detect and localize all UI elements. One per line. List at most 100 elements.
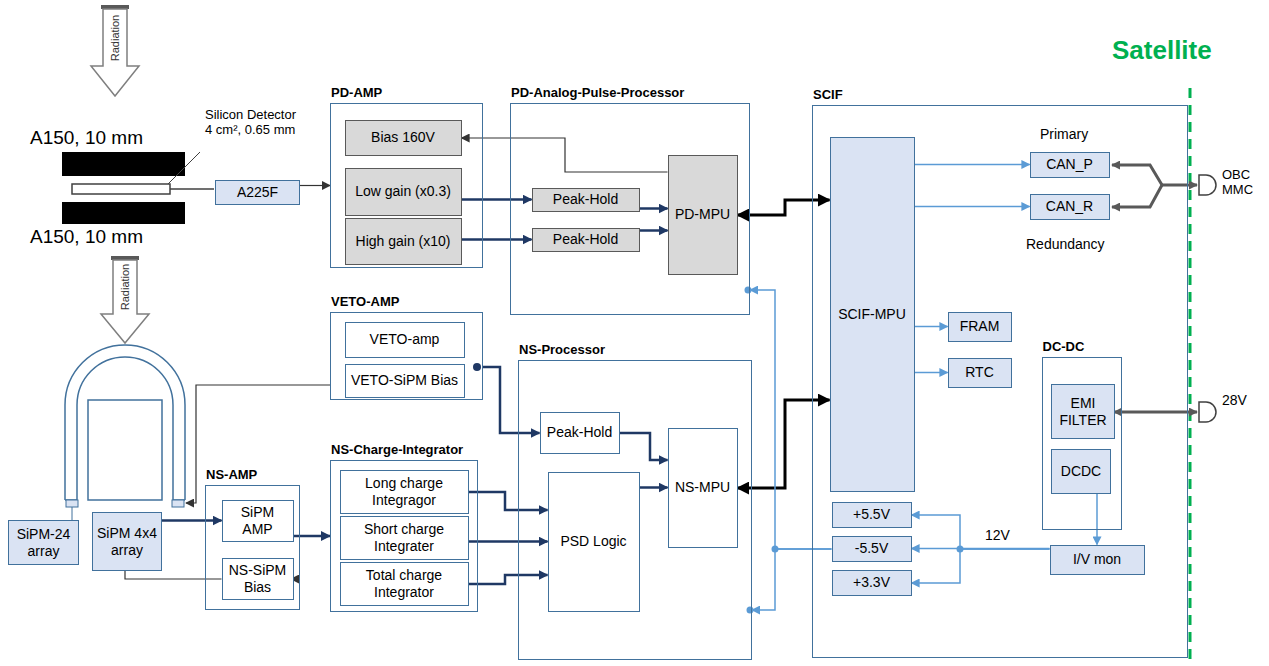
annotation-label: A150, 10 mm bbox=[30, 127, 143, 149]
function-box: Low gain (x0.3) bbox=[345, 168, 462, 216]
annotation-label: Primary bbox=[1040, 126, 1088, 142]
box-label: Low gain (x0.3) bbox=[352, 182, 454, 201]
block-heading: NS-Charge-Integrator bbox=[331, 442, 463, 458]
function-box: Peak-Hold bbox=[532, 228, 640, 252]
block-heading: PD-Analog-Pulse-Processor bbox=[511, 85, 684, 101]
signal-connector bbox=[620, 433, 668, 460]
block-heading: VETO-AMP bbox=[331, 294, 399, 310]
function-box: RTC bbox=[948, 358, 1012, 388]
signal-connector bbox=[640, 486, 668, 489]
signal-connector bbox=[300, 185, 330, 186]
function-box: FRAM bbox=[948, 312, 1012, 342]
function-box: SCIF-MPU bbox=[830, 137, 915, 492]
function-box: DCDC bbox=[1051, 449, 1111, 494]
box-label: PSD Logic bbox=[557, 532, 629, 551]
box-label: CAN_R bbox=[1043, 197, 1096, 216]
signal-connector bbox=[462, 198, 532, 201]
function-box: CAN_R bbox=[1030, 194, 1110, 220]
signal-connector bbox=[462, 138, 668, 172]
module-block: NS-Charge-IntegratorLong charge Integrag… bbox=[330, 460, 478, 612]
signal-connector bbox=[469, 492, 548, 510]
signal-connector bbox=[469, 575, 548, 584]
function-box: CAN_P bbox=[1030, 152, 1110, 178]
function-box: Bias 160V bbox=[345, 120, 462, 156]
block-heading: DC-DC bbox=[1043, 339, 1085, 355]
box-label: +5.5V bbox=[850, 505, 893, 524]
module-block: PD-AMPBias 160VLow gain (x0.3)High gain … bbox=[330, 103, 483, 268]
silicon-detector bbox=[72, 184, 170, 194]
signal-connector bbox=[162, 519, 222, 522]
annotation-label: Satellite bbox=[1112, 36, 1212, 66]
function-box: -5.5V bbox=[832, 536, 912, 562]
signal-connector bbox=[752, 549, 832, 610]
signal-connector bbox=[750, 290, 832, 549]
module-block: VETO-AMPVETO-ampVETO-SiPM Bias bbox=[330, 312, 483, 400]
signal-connector bbox=[915, 206, 1030, 208]
function-box: +5.5V bbox=[832, 502, 912, 528]
box-label: Total charge Integrator bbox=[341, 566, 468, 602]
box-label: SiPM 4x4 array bbox=[93, 524, 161, 560]
module-block: NS-AMPSiPM AMPNS-SiPM Bias bbox=[205, 485, 300, 610]
sipm-sensor bbox=[172, 500, 184, 507]
box-label: A225F bbox=[234, 183, 281, 202]
function-box: SiPM-24 array bbox=[8, 520, 79, 565]
function-box: VETO-amp bbox=[345, 322, 465, 358]
box-label: VETO-amp bbox=[367, 330, 443, 349]
arrow-caption: Radiation bbox=[109, 15, 122, 61]
box-label: EMI FILTER bbox=[1052, 394, 1114, 430]
box-label: Bias 160V bbox=[368, 128, 438, 147]
block-heading: PD-AMP bbox=[331, 85, 382, 101]
module-block: PD-Analog-Pulse-ProcessorPeak-HoldPeak-H… bbox=[510, 103, 750, 315]
function-box: High gain (x10) bbox=[345, 218, 462, 265]
box-label: DCDC bbox=[1058, 462, 1104, 481]
module-block: DC-DCEMI FILTERDCDC bbox=[1042, 357, 1122, 530]
box-label: Peak-Hold bbox=[550, 190, 621, 209]
function-box: NS-SiPM Bias bbox=[222, 558, 294, 600]
function-box: Peak-Hold bbox=[540, 412, 620, 454]
box-label: SiPM-24 array bbox=[9, 525, 78, 561]
function-box: I/V mon bbox=[1050, 545, 1145, 575]
block-heading: NS-AMP bbox=[206, 467, 257, 483]
absorber-slab bbox=[62, 202, 185, 224]
box-label: PD-MPU bbox=[672, 205, 733, 224]
block-heading: NS-Processor bbox=[519, 342, 605, 358]
signal-connector bbox=[462, 238, 532, 241]
signal-connector bbox=[738, 200, 830, 215]
signal-connector bbox=[915, 164, 1030, 166]
signal-connector bbox=[915, 372, 948, 374]
box-label: -5.5V bbox=[852, 539, 891, 558]
function-box: PSD Logic bbox=[548, 472, 640, 612]
module-block: SCIFSCIF-MPUCAN_PCAN_RFRAMRTCDC-DCEMI FI… bbox=[812, 105, 1188, 658]
connector-symbol bbox=[1199, 175, 1216, 195]
signal-connector bbox=[912, 515, 1050, 549]
function-box: Long charge Integragor bbox=[340, 470, 469, 514]
box-label: NS-SiPM Bias bbox=[223, 561, 293, 597]
signal-connector bbox=[915, 326, 948, 328]
function-box: EMI FILTER bbox=[1051, 384, 1115, 439]
box-label: +3.3V bbox=[850, 573, 893, 592]
box-label: I/V mon bbox=[1070, 550, 1124, 569]
sipm-sensor bbox=[66, 500, 78, 507]
function-box: SiPM AMP bbox=[222, 500, 294, 542]
radiation-arrow bbox=[91, 5, 139, 96]
box-label: Short charge Integrater bbox=[341, 520, 468, 556]
signal-connector bbox=[912, 549, 1050, 583]
box-label: CAN_P bbox=[1043, 155, 1096, 174]
box-label: RTC bbox=[962, 363, 997, 382]
veto-dome bbox=[65, 345, 185, 500]
block-heading: SCIF bbox=[813, 87, 843, 103]
function-box: NS-MPU bbox=[668, 428, 738, 548]
boundary-line bbox=[1189, 88, 1192, 666]
junction-dot bbox=[473, 363, 481, 371]
signal-connector bbox=[1096, 494, 1098, 545]
function-box: +3.3V bbox=[832, 570, 912, 596]
function-box: SiPM 4x4 array bbox=[92, 512, 162, 571]
box-label: NS-MPU bbox=[672, 478, 733, 497]
box-label: High gain (x10) bbox=[353, 232, 454, 251]
radiation-arrow bbox=[101, 256, 149, 343]
box-label: Peak-Hold bbox=[550, 230, 621, 249]
signal-connector bbox=[483, 367, 540, 433]
annotation-label: 28V bbox=[1222, 392, 1247, 408]
annotation-label: A150, 10 mm bbox=[30, 226, 143, 248]
box-label: Peak-Hold bbox=[544, 423, 615, 442]
